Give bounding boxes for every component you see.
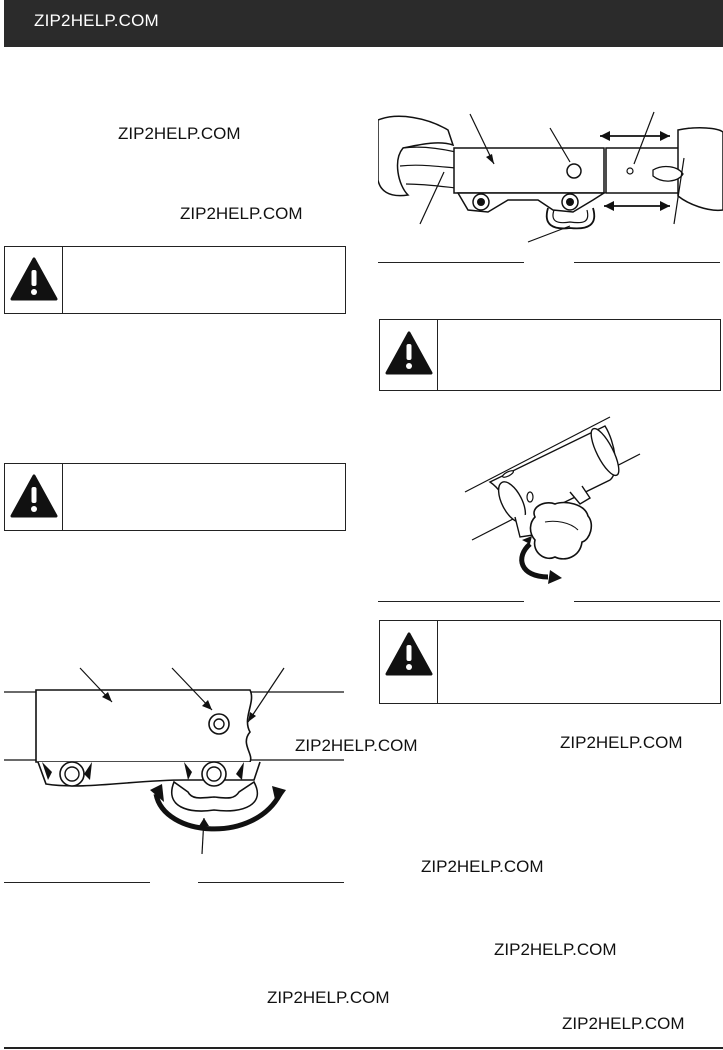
coupler-alignment-illustration [378,111,723,243]
warning-icon-cell [380,320,438,390]
watermark-text: ZIP2HELP.COM [118,124,241,143]
warning-box [4,463,346,531]
watermark-text: ZIP2HELP.COM [562,1014,685,1033]
watermark-text: ZIP2HELP.COM [560,733,683,752]
figure-rule [574,601,720,602]
figure-rule [378,262,524,263]
header-site-text: ZIP2HELP.COM [34,11,159,30]
watermark-text: ZIP2HELP.COM [494,940,617,959]
watermark-text: ZIP2HELP.COM [180,204,303,223]
warning-box [379,319,721,391]
watermark-text: ZIP2HELP.COM [421,857,544,876]
coupler-knob-rotation-illustration [464,416,641,584]
warning-triangle-icon [385,331,433,375]
watermark-text: ZIP2HELP.COM [295,736,418,755]
warning-icon-cell [5,247,63,313]
warning-box [379,620,721,704]
figure-rule [198,882,344,883]
shaft-coupler-illustration [4,667,344,855]
watermark-text: ZIP2HELP.COM [267,988,390,1007]
header-bar: ZIP2HELP.COM [4,0,723,47]
page-bottom-rule [4,1047,723,1049]
warning-triangle-icon [10,474,58,518]
warning-icon-cell [5,464,63,530]
figure-rule [378,601,524,602]
warning-triangle-icon [385,632,433,676]
figure-rule [4,882,150,883]
figure-rule [574,262,720,263]
warning-icon-cell [380,621,438,703]
warning-box [4,246,346,314]
warning-triangle-icon [10,257,58,301]
